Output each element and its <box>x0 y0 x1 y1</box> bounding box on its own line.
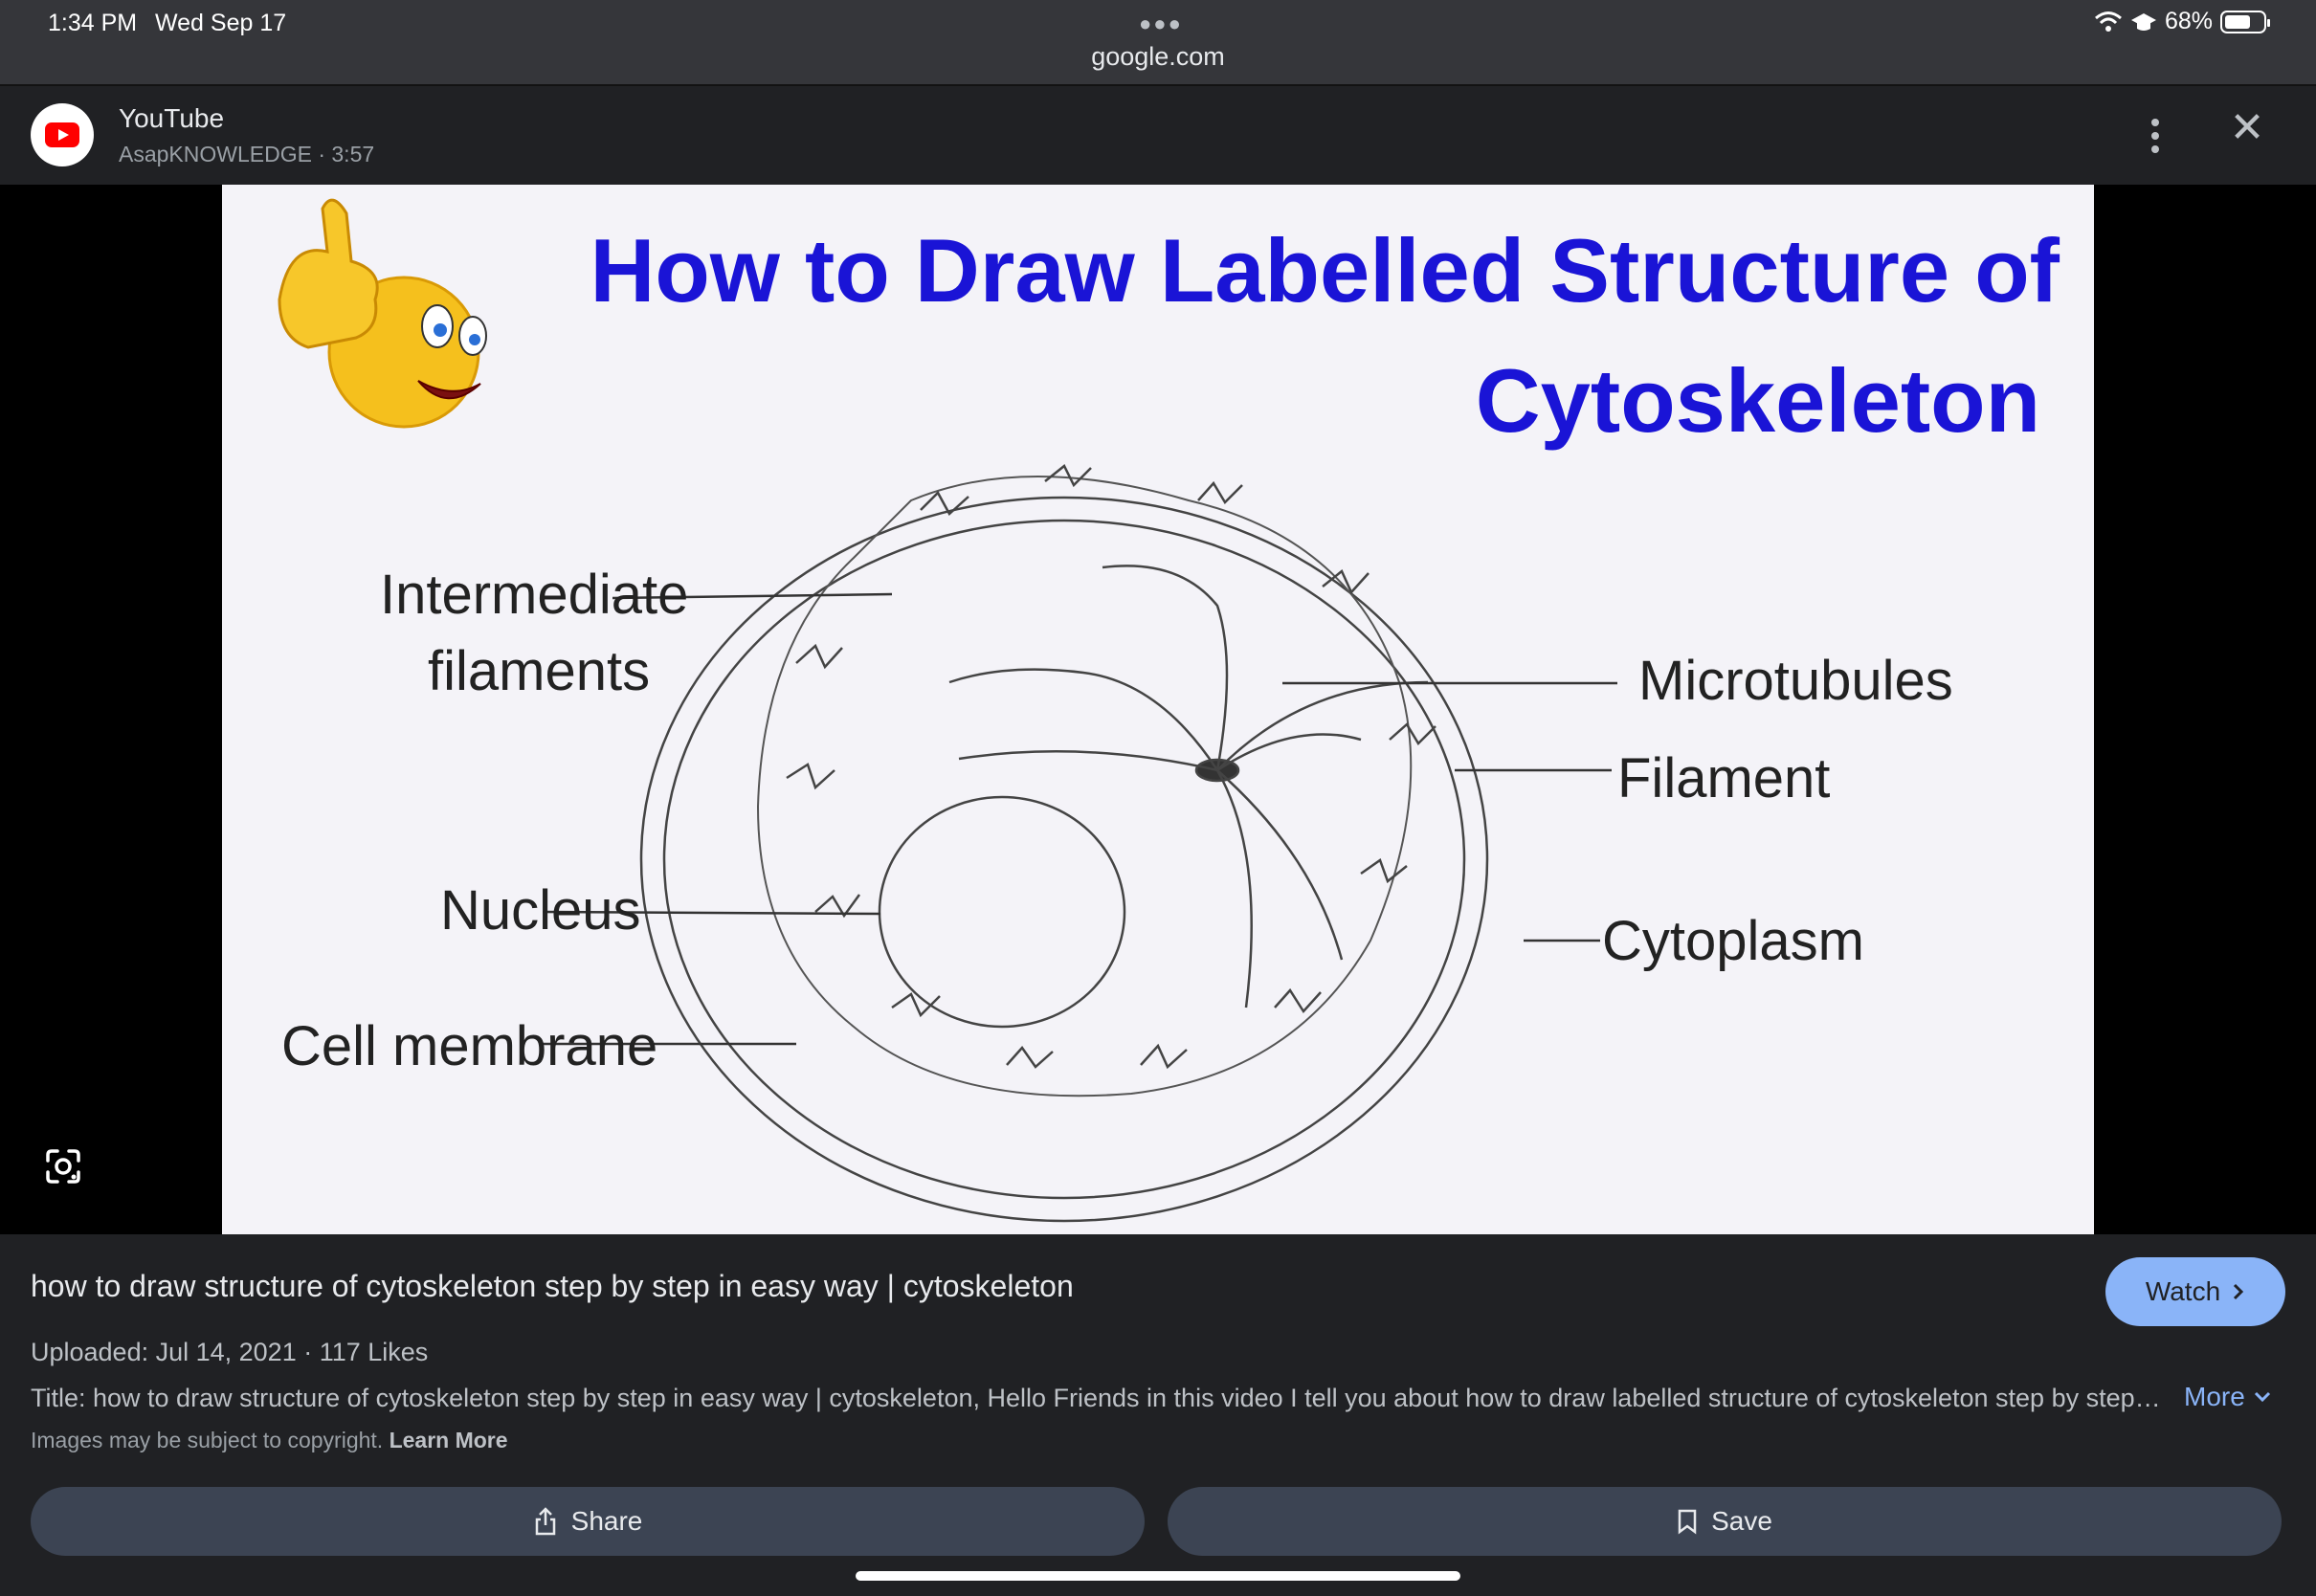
nucleus-shape <box>878 795 1126 1029</box>
status-date: Wed Sep 17 <box>155 10 287 36</box>
label-microtubules: Microtubules <box>1638 650 1953 712</box>
status-time: 1:34 PM <box>48 10 138 36</box>
bookmark-icon <box>1678 1509 1697 1535</box>
google-lens-icon[interactable] <box>42 1145 84 1187</box>
share-button[interactable]: Share <box>31 1487 1145 1556</box>
system-indicators: 68% <box>2094 8 2270 35</box>
watch-label: Watch <box>2145 1276 2221 1306</box>
copyright-notice: Images may be subject to copyright. Lear… <box>31 1428 508 1453</box>
save-label: Save <box>1711 1506 1772 1536</box>
result-title[interactable]: how to draw structure of cytoskeleton st… <box>31 1269 1074 1303</box>
status-bar: 1:34 PM Wed Sep 17 ●●● google.com 68% <box>0 0 2316 84</box>
more-label: More <box>2184 1382 2245 1411</box>
chevron-right-icon <box>2234 1283 2244 1300</box>
cell-membrane-outer <box>639 496 1489 1223</box>
copyright-text: Images may be subject to copyright. <box>31 1428 384 1452</box>
address-bar[interactable]: google.com <box>1091 42 1225 71</box>
youtube-logo-icon[interactable] <box>31 103 94 166</box>
source-subtitle: AsapKNOWLEDGE · 3:57 <box>119 142 375 166</box>
label-nucleus: Nucleus <box>440 879 641 942</box>
image-viewer[interactable]: How to Draw Labelled Structure of Cytosk… <box>0 185 2316 1234</box>
close-icon[interactable]: ✕ <box>2229 104 2265 151</box>
watch-button[interactable]: Watch <box>2105 1257 2285 1326</box>
thumbs-up-emoji-icon <box>278 198 487 429</box>
wifi-icon <box>2094 11 2122 32</box>
battery-level <box>2225 14 2250 29</box>
home-indicator[interactable] <box>856 1571 1460 1581</box>
label-cell-membrane: Cell membrane <box>281 1015 657 1077</box>
upload-meta: Uploaded: Jul 14, 2021 · 117 Likes <box>31 1338 429 1366</box>
learn-more-link[interactable]: Learn More <box>389 1428 508 1452</box>
image-title-line2: Cytoskeleton <box>1476 350 2040 451</box>
cytoskeleton-diagram: How to Draw Labelled Structure of Cytosk… <box>278 198 2060 1223</box>
result-image[interactable]: How to Draw Labelled Structure of Cytosk… <box>222 185 2094 1234</box>
multitasking-dots-icon[interactable]: ●●● <box>1139 11 1183 35</box>
cell-drawing <box>639 464 1489 1223</box>
source-name[interactable]: YouTube <box>119 103 225 133</box>
label-intermediate-1: Intermediate <box>380 564 688 626</box>
share-label: Share <box>570 1506 643 1536</box>
save-button[interactable]: Save <box>1168 1487 2282 1556</box>
chevron-down-icon <box>2254 1391 2270 1403</box>
cell-membrane-inner <box>662 519 1466 1200</box>
label-cytoplasm: Cytoplasm <box>1602 910 1864 972</box>
cytoplasm-boundary <box>756 476 1413 1097</box>
share-icon <box>535 1507 555 1536</box>
label-intermediate-2: filaments <box>428 640 650 702</box>
label-leader-lines <box>542 592 1617 1046</box>
label-filament: Filament <box>1617 747 1830 809</box>
education-icon <box>2130 12 2156 31</box>
more-button[interactable]: More <box>2184 1382 2272 1412</box>
description: Title: how to draw structure of cytoskel… <box>31 1384 2163 1412</box>
image-title-line1: How to Draw Labelled Structure of <box>590 220 2060 321</box>
battery-percent: 68% <box>2164 8 2213 34</box>
more-vert-icon[interactable] <box>2136 115 2174 157</box>
source-header: YouTube AsapKNOWLEDGE · 3:57 ✕ <box>0 84 2316 185</box>
battery-icon <box>2220 10 2270 33</box>
